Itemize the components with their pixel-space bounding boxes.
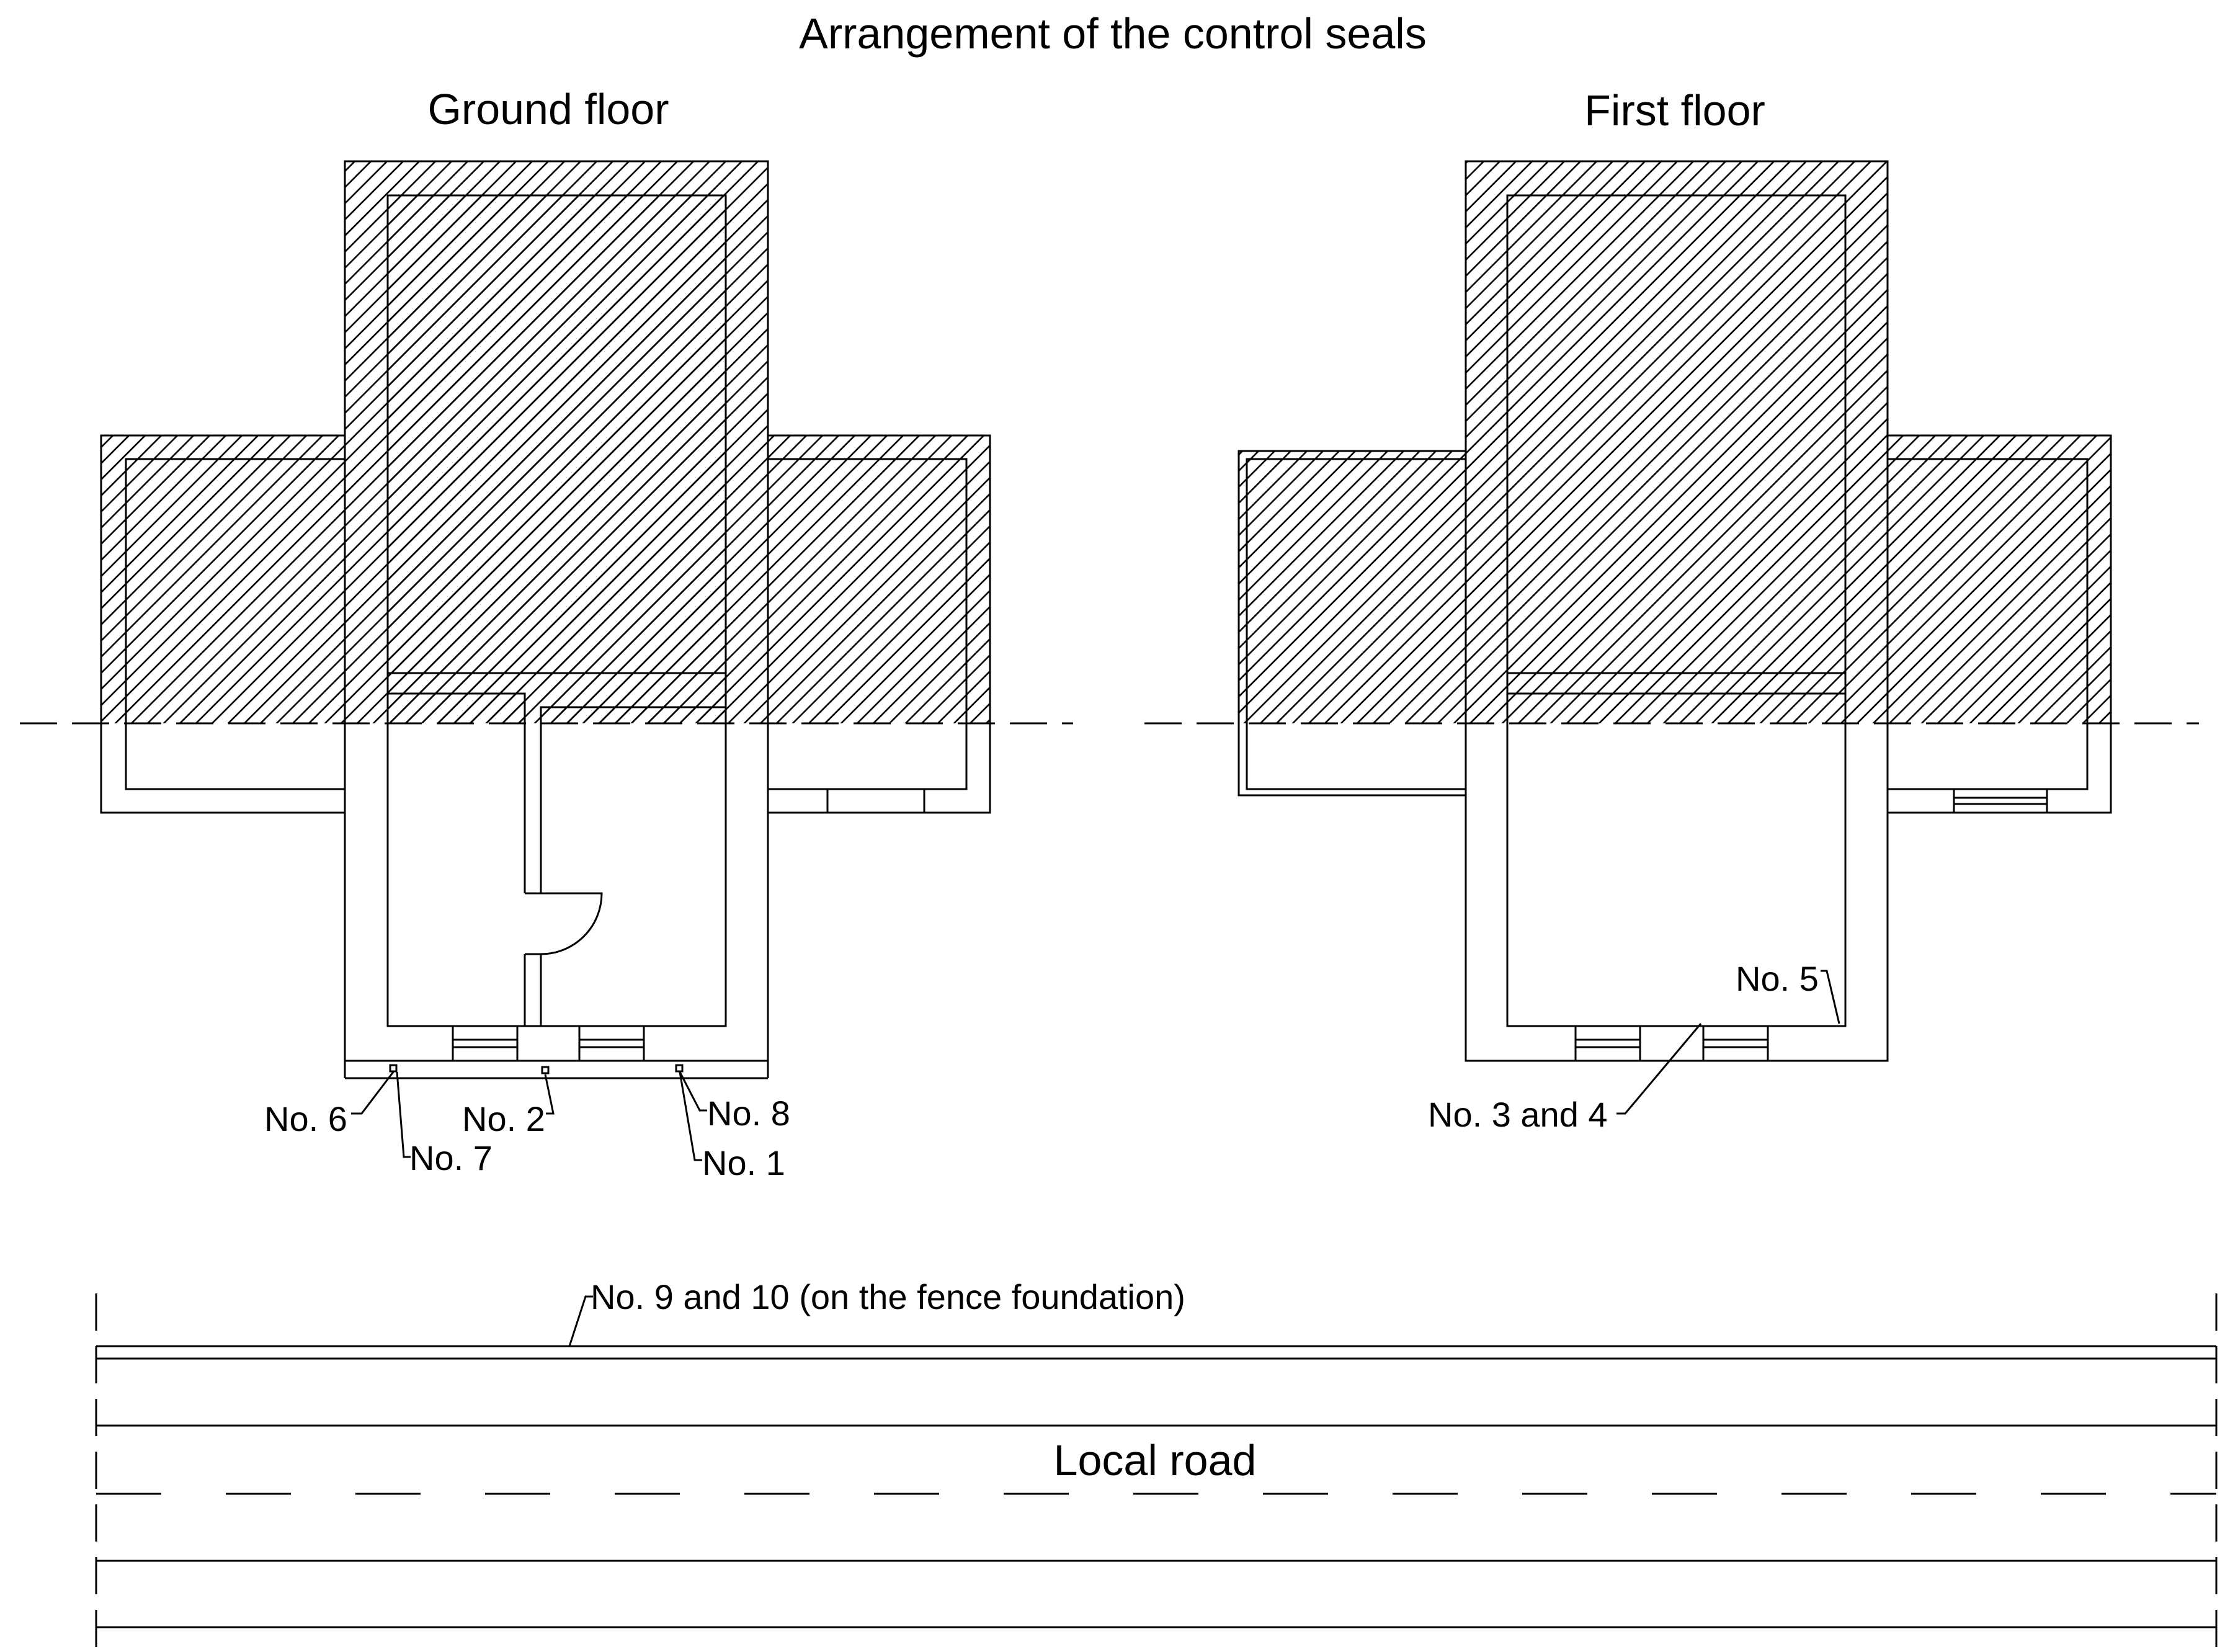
- leader-no5: [1821, 970, 1840, 1024]
- first-floor-heading: First floor: [1584, 86, 1765, 135]
- seal-label-no5: No. 5: [1736, 959, 1819, 998]
- seal-label-no7: No. 7: [409, 1138, 493, 1177]
- leader-no6: [351, 1071, 395, 1115]
- leader-no8: [679, 1071, 707, 1112]
- road-label: Local road: [1054, 1436, 1257, 1485]
- fence-and-road: [95, 1293, 2218, 1652]
- ground-floor-plan: [100, 160, 991, 1161]
- first-floor-central-inner-wall: [1506, 194, 1847, 1027]
- ground-floor-heading: Ground floor: [427, 85, 669, 133]
- ground-floor-left-wing-inner: [125, 458, 345, 790]
- ground-floor-right-wing-inner: [768, 458, 968, 790]
- leader-no2: [544, 1074, 555, 1115]
- seal-label-no6: No. 6: [264, 1099, 347, 1138]
- leader-no7: [396, 1071, 411, 1158]
- first-floor-hatched-area: [1239, 161, 2111, 723]
- first-floor-central-outer-wall: [1465, 160, 1889, 1062]
- ground-floor-left-wing-outer: [100, 434, 345, 814]
- seal-label-no9-and-10: No. 9 and 10 (on the fence foundation): [591, 1277, 1185, 1316]
- seal-label-no3-and-4: No. 3 and 4: [1428, 1095, 1608, 1134]
- diagram-title: Arrangement of the control seals: [799, 9, 1427, 58]
- leader-no3-4: [1616, 1023, 1702, 1115]
- ground-floor-windows: [452, 1025, 645, 1062]
- first-floor-plan: [1237, 160, 2112, 1115]
- seal-label-no8: No. 8: [707, 1094, 790, 1133]
- door-swing-arc: [540, 892, 603, 955]
- ground-floor-central-inner-wall: [386, 194, 727, 1027]
- ground-floor-right-wing-outer: [768, 434, 991, 814]
- first-floor-left-wing: [1237, 450, 1466, 797]
- first-floor-windows: [1574, 1025, 1769, 1062]
- seal-label-no1: No. 1: [702, 1143, 785, 1182]
- first-floor-right-wing-window: [1953, 788, 2048, 814]
- ground-floor-hatched-area: [101, 161, 990, 723]
- ground-floor-partition: [388, 692, 726, 893]
- leader-no9-10: [568, 1295, 593, 1347]
- seal-label-no2: No. 2: [462, 1099, 545, 1138]
- leader-no1: [679, 1071, 702, 1161]
